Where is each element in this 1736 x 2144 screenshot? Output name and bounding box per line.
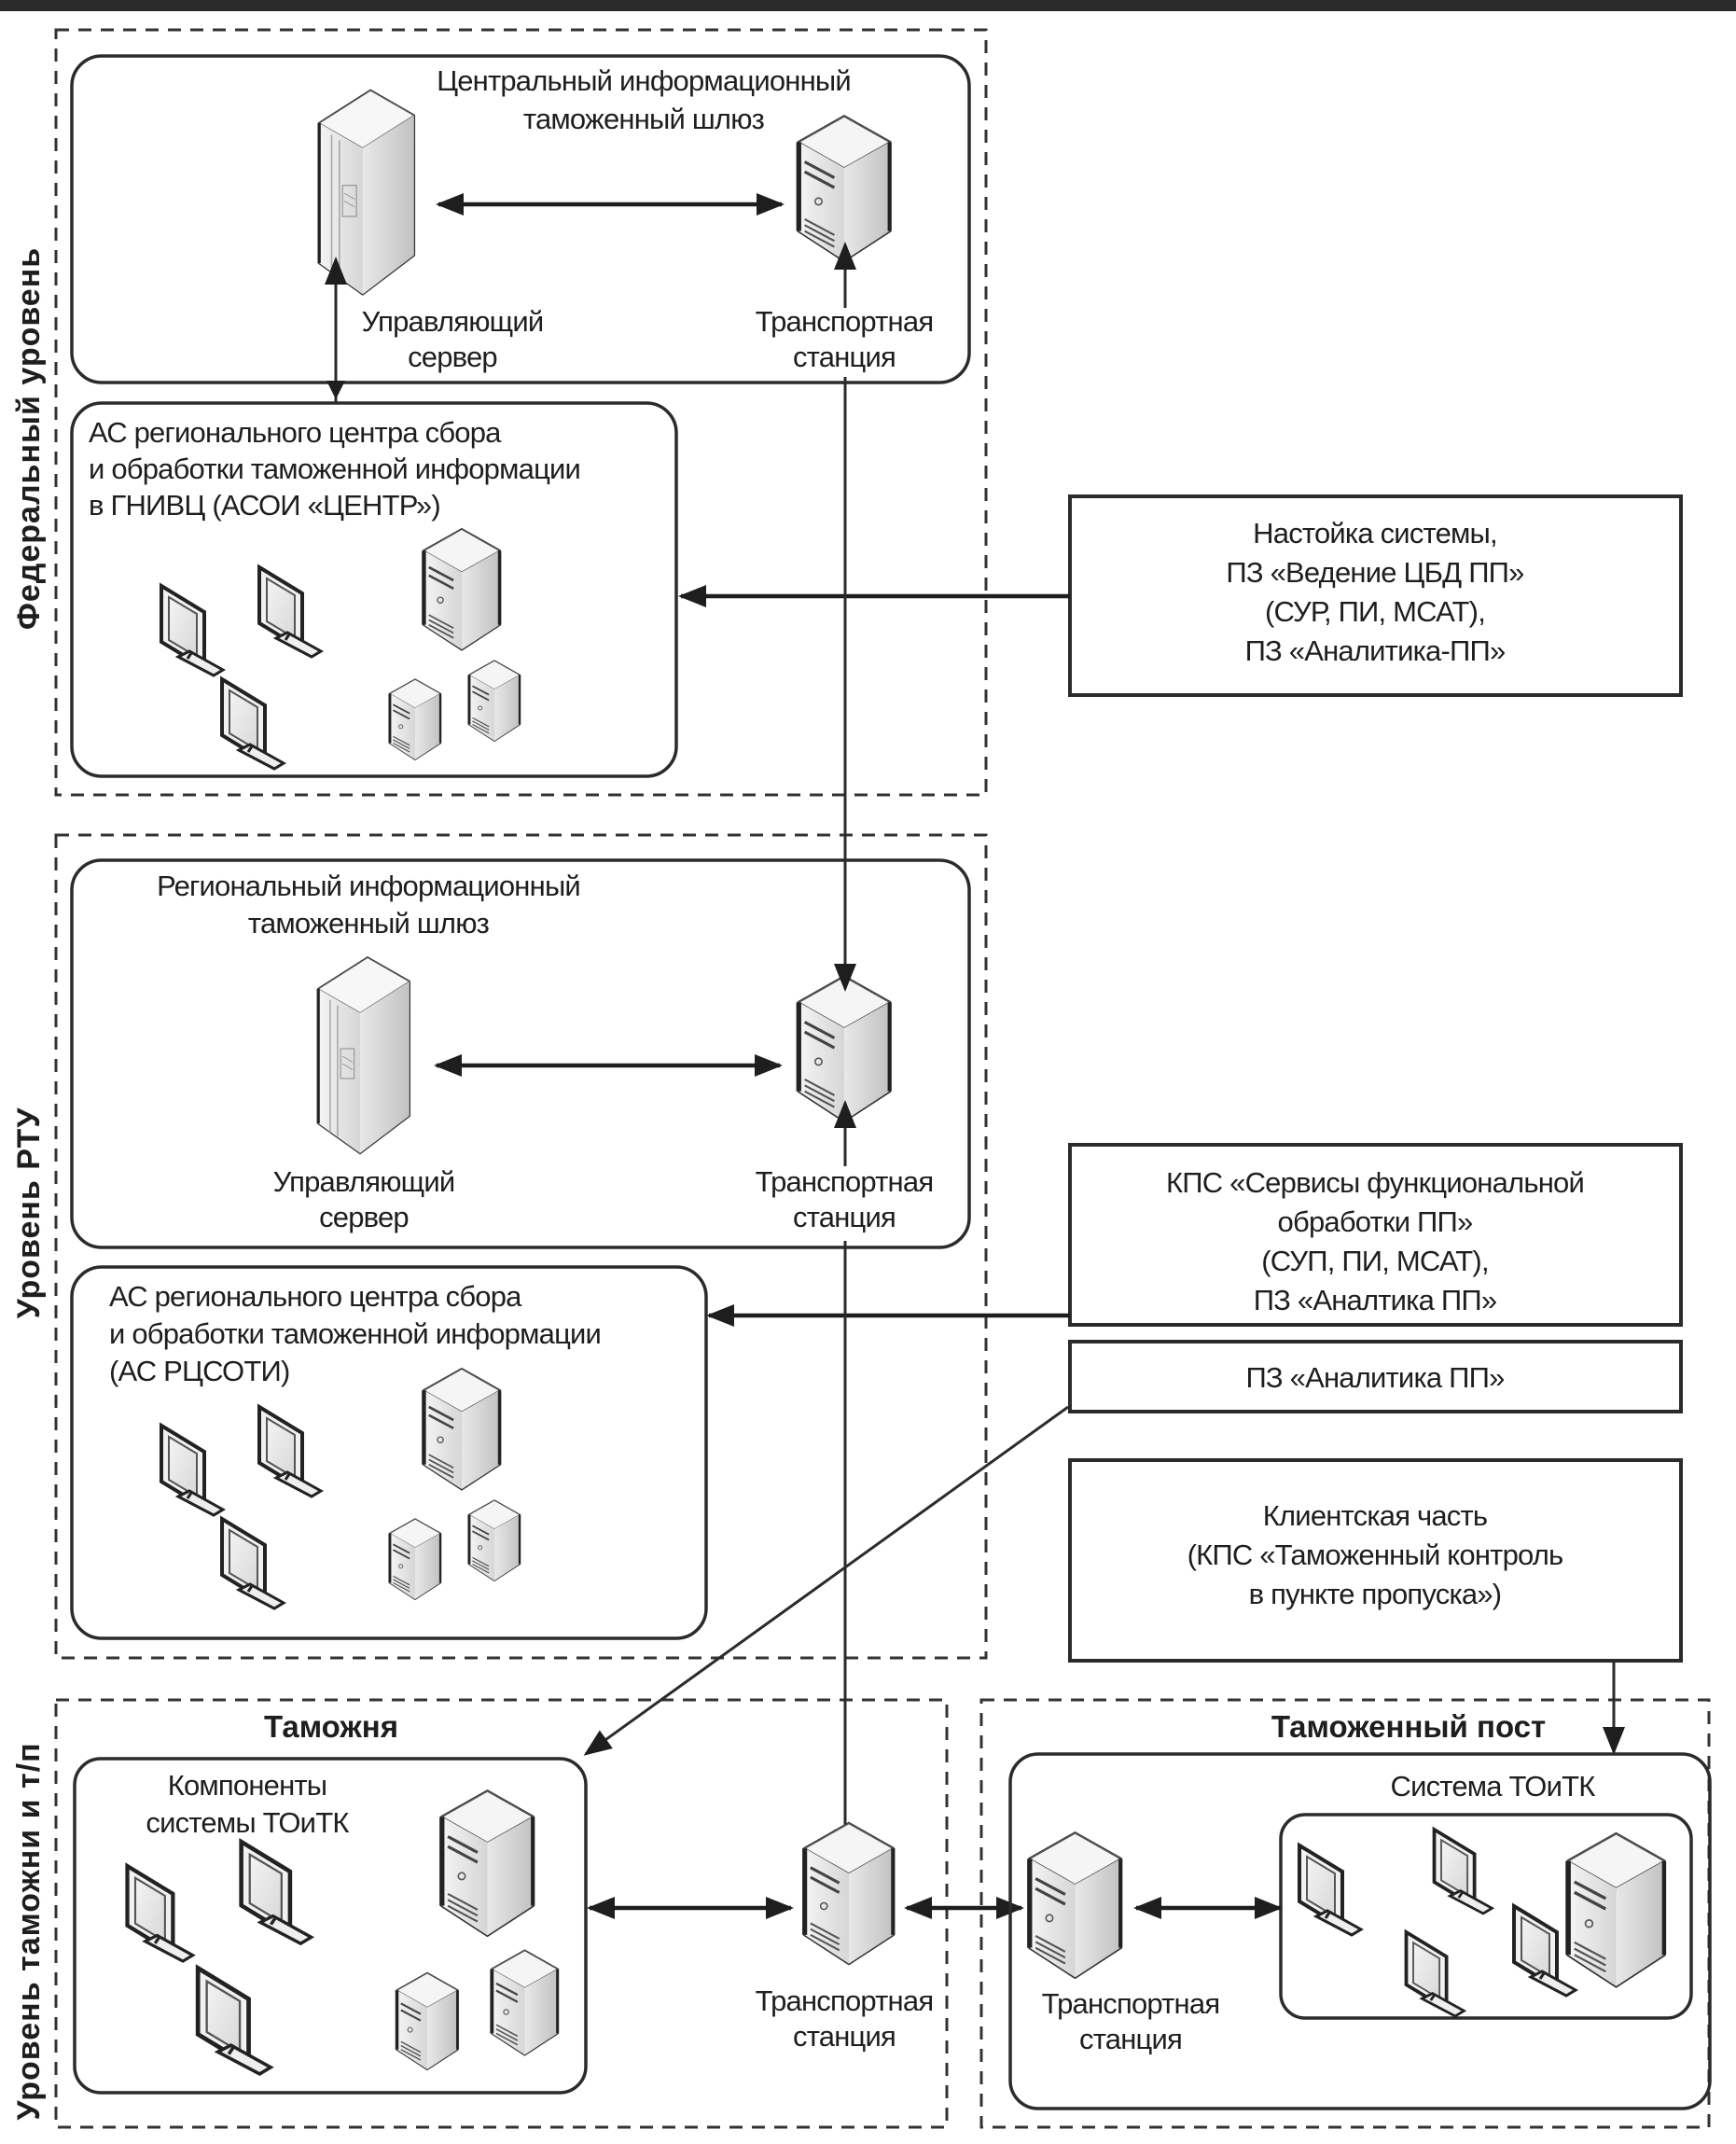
tower-server-icon (799, 977, 889, 1121)
setup-box (1068, 494, 1683, 697)
side-label-customs: Уровень таможни и т/п (11, 1742, 47, 2120)
rtu-rcsoti-box (70, 1265, 708, 1640)
analytics-box (1068, 1340, 1683, 1413)
post-title: Таможенный пост (1271, 1709, 1546, 1744)
tower-server-icon (467, 659, 521, 743)
kps-services-line-4: ПЗ «Аналтика ПП» (1254, 1284, 1497, 1316)
federal-asoi-title-1: АС регионального центра сбора (89, 416, 502, 449)
zone-federal (54, 28, 988, 797)
monitor-icon (259, 567, 321, 657)
monitor-icon (242, 1842, 312, 1943)
federal-gateway-group: Центральный информационный таможенный шл… (70, 54, 971, 384)
monitor-icon (259, 1407, 321, 1497)
post-group: Транспортная станция Система ТОиТК (1008, 1752, 1712, 2110)
customs-title: Таможня (264, 1709, 398, 1744)
tower-server-icon (805, 1823, 894, 1963)
federal-asoi-title-3: в ГНИВЦ (АСОИ «ЦЕНТР») (89, 489, 440, 522)
monitor-icon (1404, 1929, 1466, 2018)
kps-services-box-group: КПС «Сервисы функциональной обработки ПП… (1068, 1143, 1683, 1327)
federal-transport-station-label-2: станция (793, 341, 896, 373)
monitor-icon (222, 679, 284, 769)
top-rule (0, 0, 1736, 11)
federal-gateway-title-2: таможенный шлюз (523, 103, 765, 135)
tower-server-icon (492, 1951, 557, 2055)
customs-components-title-2: системы ТОиТК (146, 1806, 349, 1839)
federal-transport-station-label-1: Транспортная (756, 305, 934, 338)
setup-line-3: (СУР, ПИ, МСАТ), (1265, 595, 1485, 628)
federal-control-server-label-1: Управляющий (362, 305, 544, 338)
setup-line-1: Настойка системы, (1253, 517, 1497, 550)
analytics-box-group: ПЗ «Аналитика ПП» (1068, 1340, 1683, 1413)
setup-line-2: ПЗ «Ведение ЦБД ПП» (1226, 556, 1523, 589)
kps-services-line-1: КПС «Сервисы функциональной (1166, 1166, 1584, 1199)
rtu-rcsoti-title-1: АС регионального центра сбора (109, 1280, 522, 1313)
customs-components-title-1: Компоненты (168, 1769, 327, 1802)
tower-server-icon (442, 1791, 533, 1936)
federal-gateway-title-1: Центральный информационный (437, 64, 851, 97)
monitor-icon (198, 1968, 271, 2073)
monitor-icon (160, 1424, 225, 1517)
federal-gateway-box (70, 54, 971, 384)
analytics-line-1: ПЗ «Аналитика ПП» (1245, 1361, 1504, 1394)
setup-box-group: Настойка системы, ПЗ «Ведение ЦБД ПП» (С… (1068, 494, 1683, 697)
rtu-control-server-label-2: сервер (319, 1201, 409, 1233)
post-box (1008, 1752, 1712, 2110)
monitor-icon (1299, 1845, 1361, 1935)
tower-server-icon (395, 1970, 460, 2071)
post-transport-label-1: Транспортная (1042, 1987, 1220, 2020)
side-label-rtu: Уровень РТУ (11, 1107, 47, 1319)
tower-server-icon (424, 529, 499, 649)
rtu-transport-station-label-1: Транспортная (756, 1165, 934, 1198)
monitor-icon (1432, 1827, 1494, 1915)
rtu-rcsoti-title-2: и обработки таможенной информации (109, 1317, 601, 1350)
kps-services-line-3: (СУП, ПИ, МСАТ), (1261, 1245, 1489, 1277)
rtu-transport-station-label-2: станция (793, 1201, 896, 1233)
rtu-control-server-label-1: Управляющий (273, 1165, 455, 1198)
side-label-federal: Федеральный уровень (11, 247, 47, 630)
client-line-2: (КПС «Таможенный контроль (1187, 1538, 1563, 1571)
rtu-gateway-box (70, 858, 971, 1249)
client-line-1: Клиентская часть (1263, 1499, 1488, 1532)
post-transport-label-2: станция (1079, 2023, 1182, 2055)
monitor-icon (128, 1866, 193, 1961)
federal-asoi-group: АС регионального центра сбора и обработк… (70, 401, 678, 778)
federal-asoi-title-2: и обработки таможенной информации (89, 452, 580, 485)
tower-server-icon (1568, 1834, 1664, 1986)
customs-transport-label-1: Транспортная (756, 1984, 934, 2017)
tower-server-icon (424, 1369, 499, 1489)
rtu-rcsoti-group: АС регионального центра сбора и обработк… (70, 1265, 708, 1640)
federal-control-server-label-2: сервер (408, 341, 497, 373)
kps-services-box (1068, 1143, 1683, 1327)
post-system-title: Система ТОиТК (1390, 1770, 1595, 1803)
tower-server-icon (388, 677, 442, 761)
customs-components-box (73, 1757, 588, 2095)
federal-asoi-box (70, 401, 678, 778)
rtu-gateway-group: Региональный информационный таможенный ш… (70, 858, 971, 1249)
setup-line-4: ПЗ «Аналитика-ПП» (1245, 634, 1506, 667)
rtu-gateway-title-1: Региональный информационный (157, 870, 580, 902)
rack-server-icon (319, 90, 414, 294)
monitor-icon (222, 1519, 284, 1608)
kps-services-line-2: обработки ПП» (1278, 1205, 1473, 1238)
analytics-to-customs-link (583, 1405, 1069, 1756)
tower-server-icon (799, 117, 889, 261)
zone-rtu (54, 833, 988, 1660)
monitor-icon (160, 584, 225, 677)
client-box (1068, 1458, 1683, 1663)
rtu-rcsoti-title-3: (АС РЦСОТИ) (109, 1355, 290, 1387)
tower-server-icon (1030, 1833, 1120, 1978)
rtu-gateway-title-2: таможенный шлюз (248, 907, 490, 940)
client-line-3: в пункте пропуска») (1249, 1578, 1502, 1610)
customs-transport-label-2: станция (793, 2020, 896, 2053)
rack-server-icon (318, 957, 410, 1153)
customs-components-group: Компоненты системы ТОиТК (73, 1757, 588, 2095)
tower-server-icon (388, 1517, 442, 1601)
asoi-arrow-down (326, 381, 345, 399)
tower-server-icon (467, 1498, 521, 1582)
client-box-group: Клиентская часть (КПС «Таможенный контро… (1068, 1458, 1683, 1663)
